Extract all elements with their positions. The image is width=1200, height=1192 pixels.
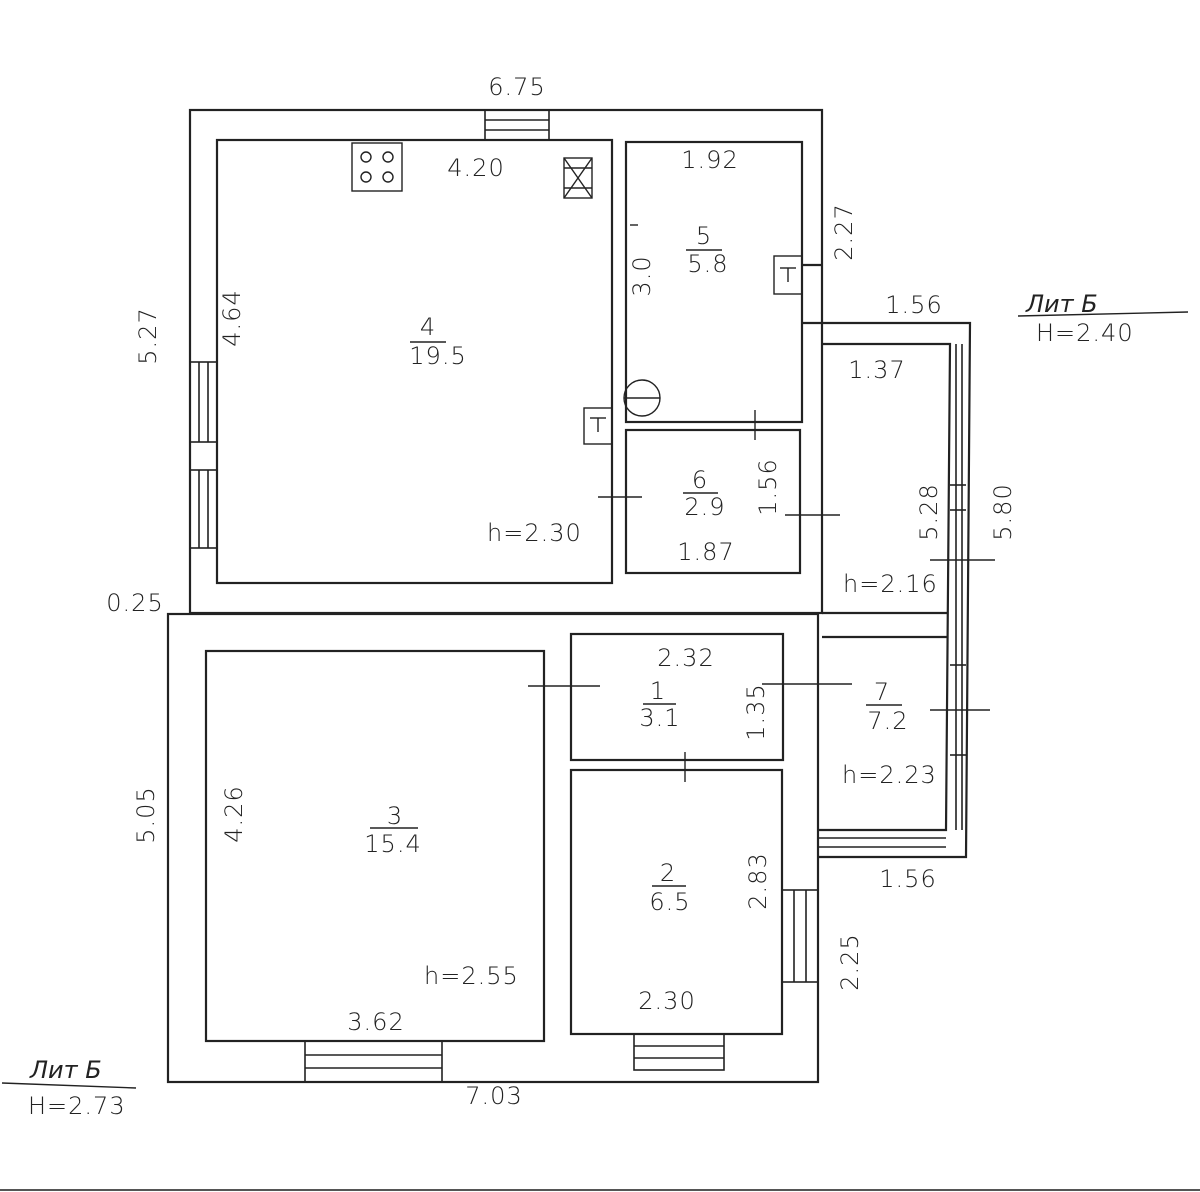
svg-text:2: 2 [660,859,676,887]
gas-riser-icon-2 [773,255,803,295]
svg-text:4: 4 [420,313,436,341]
svg-text:1.56: 1.56 [885,291,942,319]
dimension-labels: 6.75 4.20 1.92 1.56 1.37 1.87 0.25 2.32 … [106,73,942,1110]
svg-text:4.64: 4.64 [218,289,246,346]
svg-text:2.32: 2.32 [657,644,714,672]
svg-text:1.92: 1.92 [681,146,738,174]
svg-text:h=2.23: h=2.23 [842,761,937,789]
svg-text:5.8: 5.8 [687,250,728,278]
door-markers [528,224,995,782]
svg-text:3: 3 [387,802,403,830]
gas-riser-icon [583,407,613,445]
svg-text:1.37: 1.37 [848,356,905,384]
room-3-label: 3 15.4 h=2.55 [364,802,519,990]
extension-windows [818,344,966,848]
svg-text:4.26: 4.26 [220,785,248,842]
svg-text:19.5: 19.5 [409,342,466,370]
svg-text:6: 6 [692,466,708,494]
room-6-label: 6 2.9 [683,466,725,521]
svg-text:7: 7 [874,678,890,706]
svg-text:h=2.30: h=2.30 [487,519,582,547]
svg-text:1.56: 1.56 [754,458,782,515]
svg-text:3.1: 3.1 [639,704,680,732]
dimension-labels-vertical: 2.27 3.0 5.27 4.64 1.56 5.28 5.80 1.35 5… [132,203,1017,990]
svg-text:15.4: 15.4 [364,830,421,858]
svg-text:0.25: 0.25 [106,589,163,617]
svg-text:2.83: 2.83 [744,852,772,909]
svg-text:5.80: 5.80 [989,483,1017,540]
corridor-height-label: h=2.16 [843,570,938,598]
room-1-label: 1 3.1 [639,677,680,732]
svg-text:5: 5 [696,222,712,250]
svg-text:Лит Б: Лит Б [1025,290,1098,318]
svg-text:H=2.40: H=2.40 [1036,319,1134,347]
svg-text:1: 1 [650,677,666,705]
svg-text:3.0: 3.0 [628,255,656,296]
svg-text:5.27: 5.27 [134,307,162,364]
lit-annotation-left: Лит Б H=2.73 [1,1056,137,1120]
svg-text:6.5: 6.5 [649,888,690,916]
svg-text:Лит Б: Лит Б [29,1056,102,1084]
svg-text:H=2.73: H=2.73 [28,1092,126,1120]
room-2-label: 2 6.5 [649,859,690,916]
stove-icon [351,142,403,192]
svg-text:2.30: 2.30 [638,987,695,1015]
window-left-upper [189,361,218,549]
svg-text:2.25: 2.25 [836,933,864,990]
svg-text:2.27: 2.27 [830,203,858,260]
window-bottom-left [304,1040,443,1083]
window-bottom-right [633,1033,725,1071]
window-right-lower [781,889,819,983]
svg-text:1.56: 1.56 [879,865,936,893]
svg-text:7.03: 7.03 [465,1082,522,1110]
window-top-upper [484,109,550,141]
room-7-label: 7 7.2 h=2.23 [842,678,937,789]
gas-boiler-icon [623,379,661,417]
svg-text:5.05: 5.05 [132,786,160,843]
lit-annotation-right: Лит Б H=2.40 [1017,290,1189,347]
lower-block-walls [166,612,820,1084]
room-4-label: 4 19.5 h=2.30 [409,313,582,547]
svg-text:2.9: 2.9 [684,493,725,521]
ventilation-icon [563,157,593,199]
svg-text:6.75: 6.75 [488,73,545,101]
svg-text:4.20: 4.20 [447,154,504,182]
svg-text:1.35: 1.35 [742,683,770,740]
extension-walls [802,263,972,859]
svg-text:5.28: 5.28 [915,483,943,540]
svg-text:7.2: 7.2 [867,707,908,735]
svg-text:3.62: 3.62 [347,1008,404,1036]
svg-text:1.87: 1.87 [677,538,734,566]
svg-text:h=2.55: h=2.55 [424,962,519,990]
room-5-label: 5 5.8 [686,222,728,278]
